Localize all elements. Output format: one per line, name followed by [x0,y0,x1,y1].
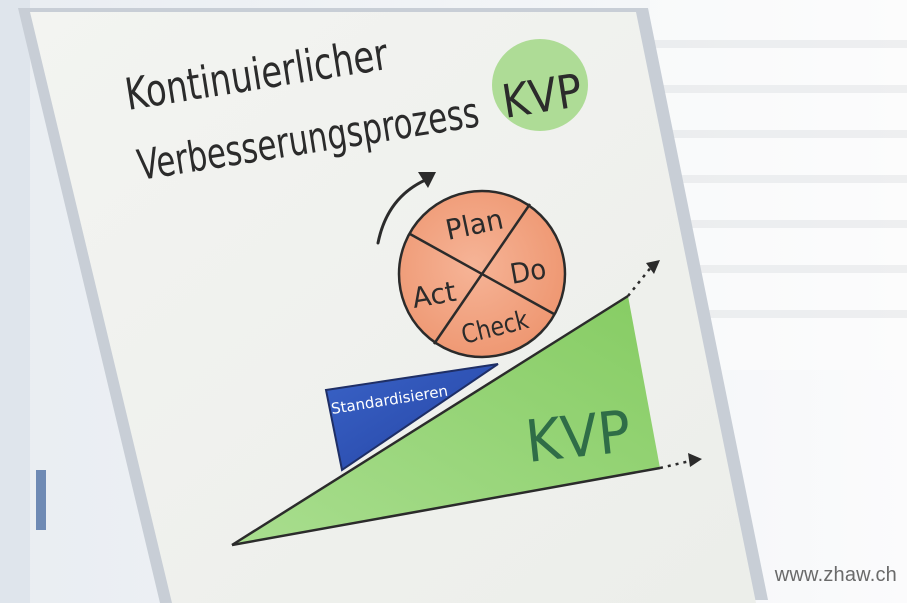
ramp-slope-dots [627,265,653,297]
ramp-base-dots [659,459,691,470]
kvp-ramp: KVP [231,260,702,547]
cycle-do: Do [507,252,548,291]
ramp-label: KVP [522,397,634,476]
cycle-divider-2 [432,203,532,345]
ramp-base-line [231,466,661,547]
blurred-object [36,470,46,530]
title-badge: KVP [498,63,585,129]
standardisieren-wedge: Standardisieren [324,363,499,472]
ramp-fill [232,296,660,545]
pdca-cycle: Plan Do Act Check [397,189,567,359]
watermark: www.zhaw.ch [774,564,897,586]
title-badge-circle [492,39,588,131]
ramp-slope-line [231,294,629,547]
cycle-act: Act [409,275,458,315]
wedge-fill [324,363,499,472]
ramp-base-arrow-icon [688,453,702,467]
left-wall [0,0,30,603]
rotation-arrow-icon [376,172,436,245]
ramp-slope-arrow-icon [646,260,660,274]
